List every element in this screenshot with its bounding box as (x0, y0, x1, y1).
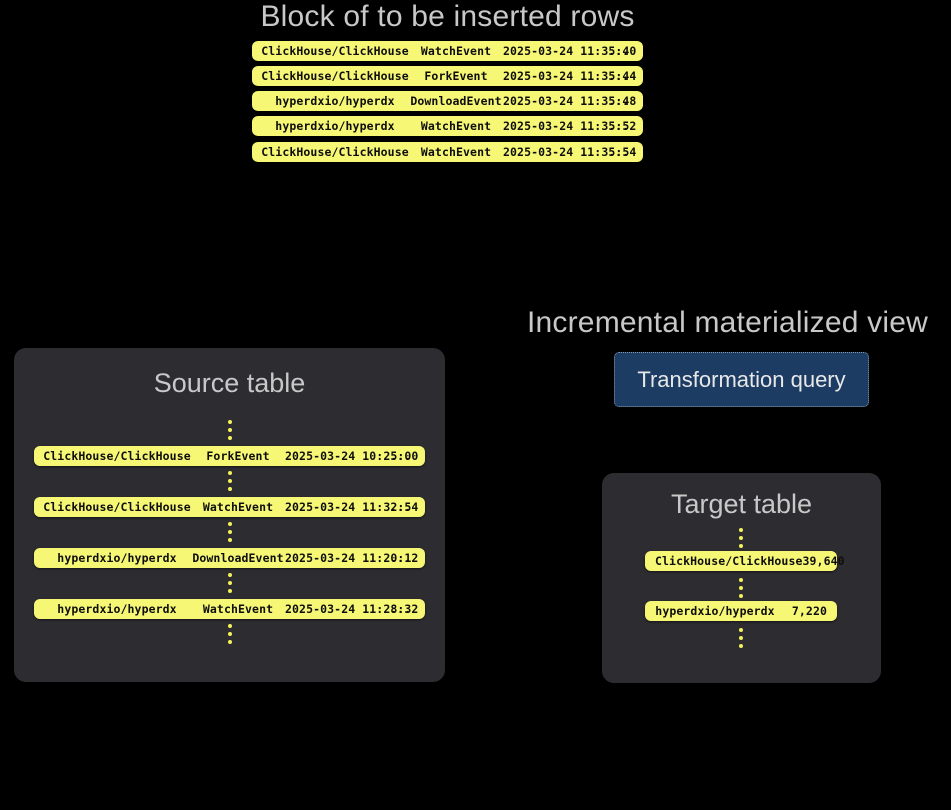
dot (739, 586, 743, 590)
target-table-title: Target table (670, 489, 813, 519)
row-repo: hyperdxio/hyperdx (275, 94, 395, 108)
row-time: 2025-03-24 11:20:12 (285, 551, 419, 565)
dot (228, 428, 232, 432)
row-event: DownloadEvent (410, 94, 502, 108)
row-repo: hyperdxio/hyperdx (655, 604, 775, 618)
dot (739, 636, 743, 640)
row-time: 2025-03-24 10:25:00 (285, 449, 419, 463)
dot (228, 471, 232, 475)
row-repo: ClickHouse/ClickHouse (261, 44, 409, 58)
dot (228, 581, 232, 585)
dot (739, 644, 743, 648)
block-heading: Block of to be inserted rows (260, 0, 635, 33)
dot (228, 522, 232, 526)
dot (228, 479, 232, 483)
row-more: ... (607, 94, 630, 108)
row-more: ... (607, 145, 630, 159)
row-time: 2025-03-24 11:32:54 (285, 500, 419, 514)
row-more: ... (389, 500, 412, 514)
row-more: ... (607, 119, 630, 133)
row-event: WatchEvent (202, 602, 274, 616)
row-more: ... (607, 44, 630, 58)
dot (739, 544, 743, 548)
row-repo: ClickHouse/ClickHouse (261, 69, 409, 83)
row-repo: ClickHouse/ClickHouse (43, 500, 191, 514)
source-table-title: Source table (153, 368, 306, 398)
row-repo: hyperdxio/hyperdx (275, 119, 395, 133)
block-row: hyperdxio/hyperdx WatchEvent 2025-03-24 … (252, 116, 643, 136)
row-count: 39,640 (802, 554, 845, 568)
row-repo: ClickHouse/ClickHouse (655, 554, 803, 568)
source-table-row: ClickHouse/ClickHouse ForkEvent 2025-03-… (34, 446, 425, 466)
source-ellipsis-dots (228, 420, 232, 440)
target-table-row: hyperdxio/hyperdx 7,220 (645, 601, 837, 621)
row-more: ... (389, 449, 412, 463)
row-more: ... (389, 551, 412, 565)
dot (228, 538, 232, 542)
block-row: ClickHouse/ClickHouse WatchEvent 2025-03… (252, 41, 643, 61)
row-time: 2025-03-24 11:35:40 (503, 44, 637, 58)
row-event: ForkEvent (424, 69, 488, 83)
row-time: 2025-03-24 11:28:32 (285, 602, 419, 616)
row-repo: ClickHouse/ClickHouse (43, 449, 191, 463)
dot (228, 487, 232, 491)
source-table-row: hyperdxio/hyperdx WatchEvent 2025-03-24 … (34, 599, 425, 619)
row-repo: hyperdxio/hyperdx (57, 551, 177, 565)
row-event: WatchEvent (420, 145, 492, 159)
target-ellipsis-dots (739, 578, 743, 598)
row-time: 2025-03-24 11:35:54 (503, 145, 637, 159)
block-row: ClickHouse/ClickHouse ForkEvent 2025-03-… (252, 66, 643, 86)
source-ellipsis-dots (228, 624, 232, 644)
row-event: ForkEvent (206, 449, 270, 463)
source-ellipsis-dots (228, 471, 232, 491)
dot (739, 528, 743, 532)
row-time: 2025-03-24 11:35:52 (503, 119, 637, 133)
target-table-card: Target table (602, 473, 881, 683)
source-ellipsis-dots (228, 573, 232, 593)
materialized-view-heading: Incremental materialized view (527, 306, 928, 339)
source-ellipsis-dots (228, 522, 232, 542)
row-count: 7,220 (791, 604, 827, 618)
dot (228, 589, 232, 593)
row-time: 2025-03-24 11:35:48 (503, 94, 637, 108)
source-table-row: ClickHouse/ClickHouse WatchEvent 2025-03… (34, 497, 425, 517)
dot (228, 624, 232, 628)
row-repo: hyperdxio/hyperdx (57, 602, 177, 616)
dot (228, 632, 232, 636)
row-time: 2025-03-24 11:35:44 (503, 69, 637, 83)
dot (228, 573, 232, 577)
row-event: DownloadEvent (192, 551, 284, 565)
dot (228, 420, 232, 424)
row-more: ... (607, 69, 630, 83)
row-repo: ClickHouse/ClickHouse (261, 145, 409, 159)
dot (739, 578, 743, 582)
target-table-row: ClickHouse/ClickHouse 39,640 (645, 551, 845, 571)
row-event: WatchEvent (420, 44, 492, 58)
dot (228, 530, 232, 534)
target-ellipsis-dots (739, 528, 743, 548)
row-event: WatchEvent (202, 500, 274, 514)
block-row: hyperdxio/hyperdx DownloadEvent 2025-03-… (252, 91, 643, 111)
dot (739, 536, 743, 540)
dot (228, 436, 232, 440)
source-table-row: hyperdxio/hyperdx DownloadEvent 2025-03-… (34, 548, 425, 568)
dot (739, 628, 743, 632)
row-event: WatchEvent (420, 119, 492, 133)
block-row: ClickHouse/ClickHouse WatchEvent 2025-03… (252, 142, 643, 162)
target-ellipsis-dots (739, 628, 743, 648)
transformation-query-box[interactable]: Transformation query (614, 352, 869, 407)
row-more: ... (389, 602, 412, 616)
dot (228, 640, 232, 644)
dot (739, 594, 743, 598)
